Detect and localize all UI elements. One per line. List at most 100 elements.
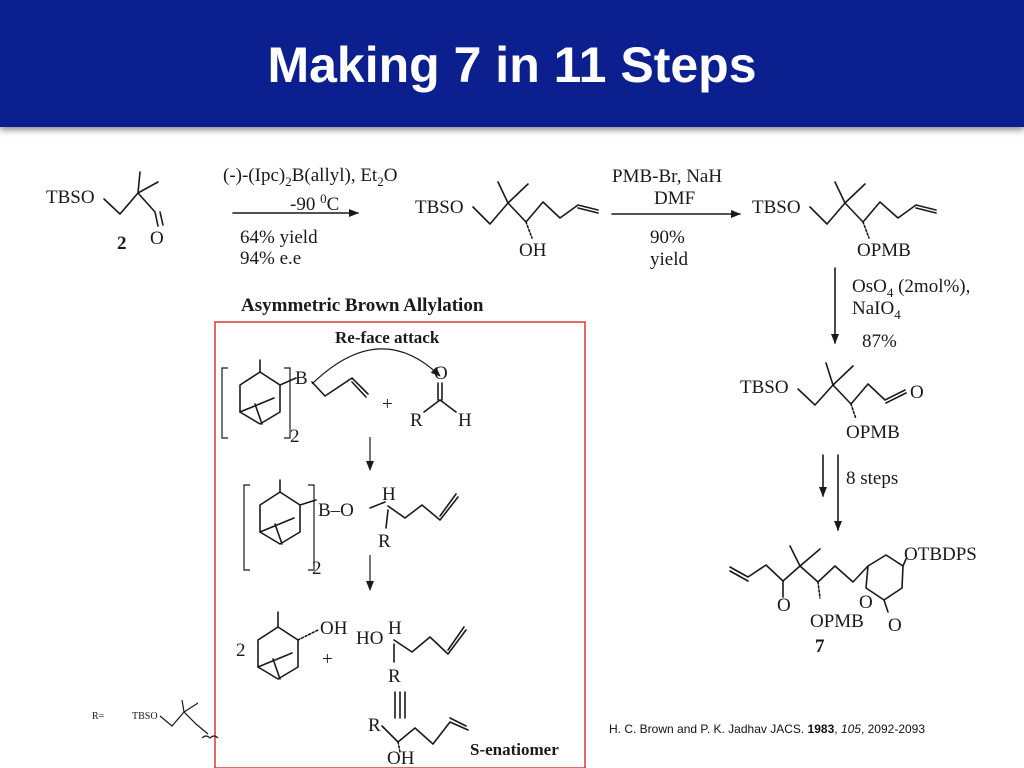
methyl-bond [844, 183, 866, 204]
o-c-bond [369, 501, 386, 509]
step-4-label: 8 steps [846, 468, 898, 489]
alkene-double-bond [449, 717, 467, 727]
methyl-bond [181, 699, 185, 713]
methyl-bond [137, 181, 159, 194]
step-2: PMB-Br, NaH DMF 90% yield [611, 166, 741, 270]
methyl-bond [497, 181, 509, 204]
r-label: R [368, 715, 381, 736]
attack-arrow [311, 348, 441, 385]
pinane-bridge [254, 403, 263, 425]
r-label: R [410, 410, 423, 431]
step-1-reagent: (-)-(Ipc)2B(allyl), Et2O [223, 165, 397, 189]
hashed-bond [397, 741, 401, 753]
re-face-label: Re-face attack [335, 328, 440, 347]
pmb-ether: TBSO OPMB [752, 181, 937, 261]
c-b-bond [299, 499, 317, 506]
mechanism-box-border [214, 321, 586, 768]
alcohol-chain [393, 629, 467, 655]
compound-number-2: 2 [117, 233, 127, 254]
h-label: H [382, 484, 396, 505]
c-b-bond [279, 377, 297, 386]
methyl-bond [183, 702, 199, 713]
tbso-label: TBSO [46, 187, 95, 208]
s-enantiomer-oh-label: OH [387, 748, 415, 768]
mechanism-box: Re-face attack 2 B + O R H [214, 321, 586, 768]
step-1: (-)-(Ipc)2B(allyl), Et2O -90 0C 64% yiel… [223, 165, 397, 269]
opmb-label: OPMB [846, 422, 900, 443]
coefficient-2: 2 [236, 640, 246, 661]
step-3-yield: 87% [862, 331, 897, 352]
step-3: OsO4 (2mol%), NaIO4 87% [831, 267, 970, 352]
citation: H. C. Brown and P. K. Jadhav JACS. 1983,… [609, 722, 926, 736]
r-def-chain [159, 711, 209, 735]
r-label: R [378, 531, 391, 552]
opmb-label: OPMB [810, 611, 864, 632]
carbonyl-double-bond [885, 392, 907, 404]
tbso-label: TBSO [740, 377, 789, 398]
mechanism-aldehyde: O R H [410, 363, 472, 431]
pinane-bridge [239, 397, 275, 413]
methyl-bond [834, 181, 846, 204]
bracket-right [308, 484, 315, 571]
opmb-label: OPMB [857, 240, 911, 261]
lactone-o-label: O [859, 592, 873, 613]
lactone-carbonyl-bond [883, 599, 889, 613]
methyl-bond [137, 171, 141, 194]
alkene-double-bond [915, 207, 937, 214]
r-group-definition: R= TBSO [92, 699, 219, 739]
s-enantiomer-label: S-enatiomer [470, 740, 559, 759]
b-o-label: B–O [318, 500, 354, 521]
step-2-yield-label: yield [650, 249, 688, 270]
s-enantiomer-chain [381, 721, 469, 745]
step-1-temperature: -90 0C [290, 191, 339, 215]
alkoxyborane-intermediate: 2 B–O H R [243, 479, 459, 579]
h-label: H [388, 618, 402, 639]
step-1-yield: 64% yield [240, 227, 318, 248]
bracket-left [243, 484, 250, 571]
c-r-bond [385, 509, 389, 529]
alkene-double-bond [447, 626, 465, 651]
isopinocampheol-oh-label: OH [320, 618, 348, 639]
ho-label: HO [356, 628, 383, 649]
lactone-ring [865, 554, 904, 601]
step-1-ee: 94% e.e [240, 248, 301, 269]
methyl-bond [789, 545, 801, 567]
mechanism-heading: Asymmetric Brown Allylation [241, 295, 484, 316]
c-h-bond [439, 399, 457, 413]
diisopinocampheyl-borane: 2 B + [221, 359, 393, 447]
compound-2: TBSO O 2 [46, 171, 164, 254]
otbdps-label: OTBDPS [904, 544, 977, 565]
mechanism-products: 2 OH + HO H R R OH S-enatiomer [236, 611, 559, 768]
pinane-bridge [274, 523, 283, 545]
r-label: R [388, 666, 401, 687]
multiplier-2: 2 [312, 558, 322, 579]
aldehyde: TBSO O OPMB [740, 362, 924, 443]
hashed-bond [817, 581, 821, 599]
methyl-bond [507, 183, 529, 204]
step-2-reagent: PMB-Br, NaH [612, 166, 722, 187]
step-2-yield-value: 90% [650, 227, 685, 248]
pinane-bridge [259, 517, 295, 533]
lactone-carbonyl-o-label: O [888, 615, 902, 636]
alkene-double-bond [577, 207, 599, 214]
aldehyde-o-label: O [150, 228, 164, 249]
r-def-tbso: TBSO [132, 711, 158, 722]
tbso-label: TBSO [752, 197, 801, 218]
slide-title: Making 7 in 11 Steps [267, 37, 757, 93]
alkoxide-chain [387, 496, 459, 521]
compound-7-chain [729, 564, 869, 583]
aldehyde-o-label: O [910, 382, 924, 403]
step-3-oxidant: NaIO4 [852, 298, 901, 322]
allyl-double-bond [351, 381, 367, 398]
pmb-ether-chain [809, 201, 937, 225]
methyl-bond [799, 548, 821, 567]
tbso-label: TBSO [415, 197, 464, 218]
homoallylic-alcohol: TBSO OH [415, 181, 599, 261]
wavy-bond-icon [201, 735, 219, 739]
c-r-bond [423, 399, 441, 413]
aldehyde-o-label: O [434, 363, 448, 384]
step-3-reagent: OsO4 (2mol%), [852, 276, 970, 300]
otbdps-bond [902, 558, 907, 567]
r-def-label: R= [92, 711, 105, 722]
